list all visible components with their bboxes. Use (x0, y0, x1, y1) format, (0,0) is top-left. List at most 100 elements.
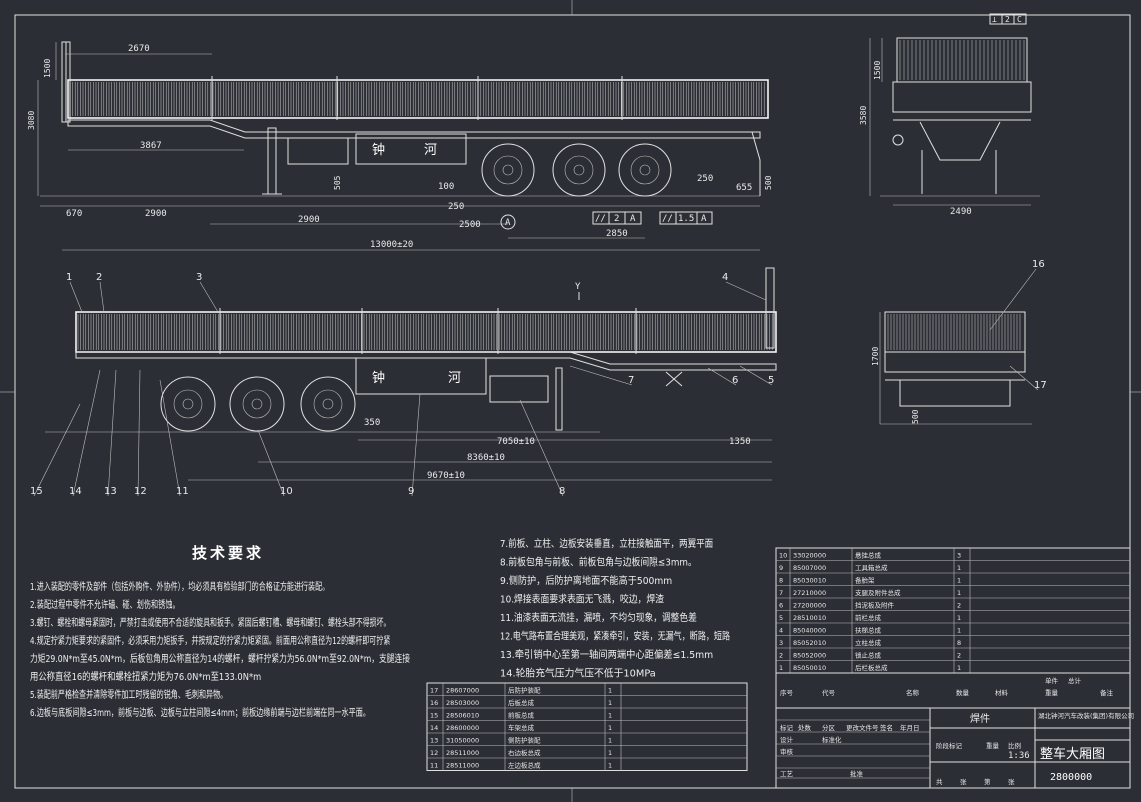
front-end-view: ⊥ 2 C 1500 3580 2490 (859, 13, 1040, 217)
dim-13000: 13000±20 (370, 240, 413, 250)
bom-left-row-15-name: 前板总成 (508, 711, 535, 720)
bom-right-row-3-qty: 8 (957, 639, 961, 647)
tol1-val: 2 (614, 214, 619, 224)
requirement-right-11: 11.油漆表面无流挂，漏喷，不均匀现象，调整色差 (500, 611, 697, 624)
dim-2670: 2670 (128, 44, 150, 54)
callout-5: 5 (768, 375, 774, 386)
tol2-ref: A (701, 214, 707, 224)
bom-left-row-12-name: 右边板总成 (508, 748, 541, 757)
bom-right-row-1-qty: 1 (957, 664, 961, 672)
bom-right-row-9-no: 9 (779, 564, 783, 572)
bom-left-row-12-no: 12 (430, 749, 438, 757)
bom-right-row-10-name: 悬挂总成 (855, 551, 882, 560)
dim-rear-500: 500 (911, 409, 920, 424)
bom-left-row-16-name: 后板总成 (508, 698, 535, 707)
bom-left-row-14-no: 14 (430, 724, 438, 732)
bom-right-row-2-name: 锁止总成 (855, 651, 882, 660)
requirement-left-5: 力矩29.0N*m至45.0N*m，后板包角用公称直径为14的螺杆，螺杆拧紧力为… (30, 652, 410, 665)
tb-process: 工艺 (780, 770, 794, 778)
bom-right-row-4-qty: 1 (957, 627, 961, 635)
bom-header-unit_wt: 单件 (1045, 676, 1059, 685)
bom-right-row-3-code: 85052010 (793, 639, 826, 647)
title-block: 标记 处数 分区 更改文件号 签名 年月日 设计 标准化 审核 工艺 批准 焊件… (775, 707, 1134, 789)
callout-1: 1 (66, 272, 72, 283)
bom-right-row-7-name: 支腿及附件总成 (855, 588, 901, 597)
tb-sheet-3: 第 (984, 777, 991, 786)
bom-header-note: 备注 (1100, 688, 1114, 697)
dim-1350: 1350 (729, 437, 751, 447)
bom-right-row-10-qty: 3 (957, 552, 961, 560)
wheel-group-top (481, 143, 672, 197)
tb-material: 焊件 (970, 713, 990, 725)
bom-left-row-16-no: 16 (430, 699, 438, 707)
tb-design: 设计 (780, 735, 794, 744)
bom-right-row-2-qty: 2 (957, 652, 961, 660)
requirement-left-2: 2.装配过程中零件不允许磕、碰、划伤和锈蚀。 (30, 598, 180, 611)
bom-right-row-9-code: 85007000 (793, 564, 826, 572)
requirement-right-13: 13.牵引销中心至第一轴间两端中心距偏差≤1.5mm (500, 648, 713, 661)
bom-header-name: 名称 (906, 688, 920, 697)
bom-header-no: 序号 (780, 688, 794, 697)
callout-10: 10 (280, 486, 293, 497)
dim-655: 655 (736, 183, 752, 193)
side-elevation-view: 钟 河 2670 1500 3080 3867 670 2900 2900 25… (27, 41, 773, 251)
requirement-left-4: 4.规定拧紧力矩要求的紧固件，必须采用力矩扳手，并按规定的拧紧力矩紧固。前面用公… (30, 634, 390, 647)
tb-drawing-name: 整车大厢图 (1040, 746, 1105, 762)
bom-right-row-4-no: 4 (779, 627, 783, 635)
bom-left-row-11-name: 左边板总成 (508, 761, 541, 770)
callout-13: 13 (104, 486, 117, 497)
tol1-ref: A (630, 214, 636, 224)
bom-left-row-15-code: 28506010 (446, 712, 479, 720)
dim-7050: 7050±10 (497, 437, 535, 447)
dim-100: 100 (438, 182, 454, 192)
bom-header-weight: 重量 (1045, 689, 1059, 697)
bom-right-row-9-name: 工具箱总成 (855, 563, 888, 572)
bom-left-row-13-code: 31050000 (446, 737, 479, 745)
dim-8360: 8360±10 (467, 453, 505, 463)
brand-char-1: 钟 (372, 142, 385, 158)
tb-mark: 标记 (780, 723, 794, 732)
side-elevation-view-2: 钟 河 Y 7050±10 1350 8360±10 9670±10 350 (45, 267, 777, 481)
requirement-right-10: 10.焊接表面要求表面无飞溅，咬边，焊渣 (500, 593, 664, 606)
tb-sheet-4: 张 (1008, 777, 1015, 786)
requirement-right-14: 14.轮胎充气压力气压不低于10MPa (500, 667, 656, 680)
dim-side-3580: 3580 (859, 106, 868, 125)
dim-2500: 2500 (459, 220, 481, 230)
bom-left-row-11-qty: 1 (608, 762, 612, 770)
bom-header-code: 代号 (822, 688, 836, 697)
tb-approve: 批准 (850, 769, 864, 778)
tb-weight: 重量 (986, 742, 1000, 750)
requirement-right-8: 8.前板包角与前板、前板包角与边板间隙≤3mm。 (500, 556, 697, 569)
dim-3867: 3867 (140, 141, 162, 151)
bom-right-row-8-no: 8 (779, 577, 783, 585)
requirements-title: 技术要求 (192, 544, 264, 562)
bom-right-row-5-name: 前栏总成 (855, 613, 882, 622)
requirement-left-8: 6.边板与底板间隙≤3mm，前板与边板、边板与立柱间隙≤4mm；前板边缘前端与边… (30, 706, 370, 719)
callout-15: 15 (30, 486, 43, 497)
bom-left-row-16-qty: 1 (608, 699, 612, 707)
tb-zone: 分区 (822, 723, 836, 732)
callout-8: 8 (559, 486, 565, 497)
requirement-left-3: 3.螺钉、螺栓和螺母紧固时，严禁打击或使用不合适的旋具和扳手。紧固后螺钉槽、螺母… (30, 616, 390, 629)
dim-350: 350 (364, 418, 380, 428)
bom-header-total_wt: 总计 (1068, 676, 1082, 685)
bom-right-row-4-name: 扶梯总成 (855, 626, 882, 635)
dim-2900-a: 2900 (145, 209, 167, 219)
drawing-frame (14, 14, 1131, 789)
technical-requirements: 技术要求 1.进入装配的零件及部件（包括外购件、外协件），均必须具有检验部门的合… (30, 537, 730, 719)
tol2-val: 1.5 (678, 214, 694, 224)
requirement-left-7: 5.装配前严格检查并清除零件加工时残留的锐角、毛刺和异物。 (30, 688, 227, 701)
rear-end-view: 1700 500 (871, 311, 1032, 425)
bom-left-row-12-qty: 1 (608, 749, 612, 757)
bom-right-row-5-qty: 1 (957, 614, 961, 622)
bom-right-row-1-name: 后栏板总成 (855, 663, 888, 672)
brand-char-2-b: 河 (448, 371, 461, 386)
bom-right-row-3-no: 3 (779, 639, 783, 647)
requirement-left-1: 1.进入装配的零件及部件（包括外购件、外协件），均必须具有检验部门的合格证方能进… (30, 580, 329, 593)
dim-2850: 2850 (606, 229, 628, 239)
bom-left-row-17-qty: 1 (608, 687, 612, 695)
bom-left-row-17-no: 17 (430, 687, 438, 695)
